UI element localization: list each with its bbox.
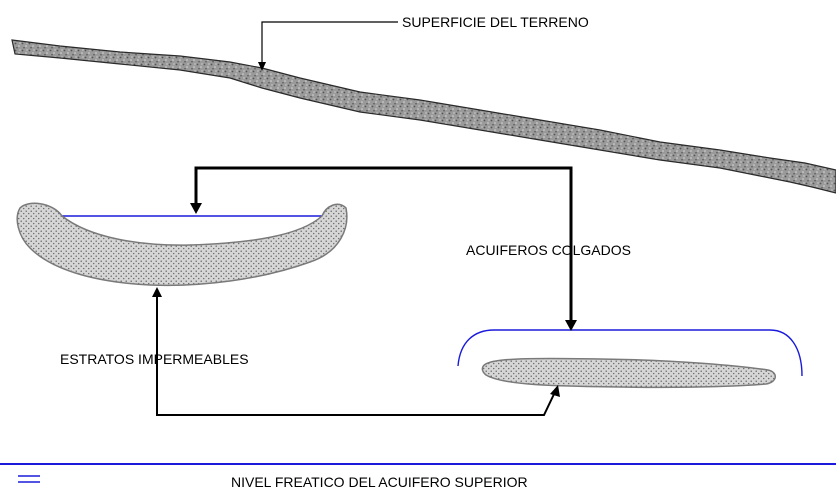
perched-aquifers-label: ACUIFEROS COLGADOS xyxy=(466,242,631,258)
impermeable-strata-connector xyxy=(156,296,556,416)
impermeable-strata-label: ESTRATOS IMPERMEABLES xyxy=(60,351,249,367)
ground-surface xyxy=(11,39,836,194)
perched-aquifers-connector xyxy=(194,166,573,322)
perched-left-arrowhead xyxy=(190,203,202,214)
surface-label: SUPERFICIE DEL TERRENO xyxy=(402,14,589,30)
right-impermeable-stratum xyxy=(481,357,776,389)
double-line-water-table-icon xyxy=(18,475,40,483)
impermeable-up-arrowhead xyxy=(152,287,162,297)
perched-right-arrowhead xyxy=(565,320,577,331)
left-impermeable-stratum xyxy=(16,202,348,287)
right-water-table-arc xyxy=(457,329,803,377)
upper-water-table-label: NIVEL FREATICO DEL ACUIFERO SUPERIOR xyxy=(231,474,528,490)
surface-pointer-arrowhead xyxy=(258,62,266,71)
impermeable-right-arrowhead xyxy=(550,385,560,397)
surface-pointer-line xyxy=(261,21,398,68)
